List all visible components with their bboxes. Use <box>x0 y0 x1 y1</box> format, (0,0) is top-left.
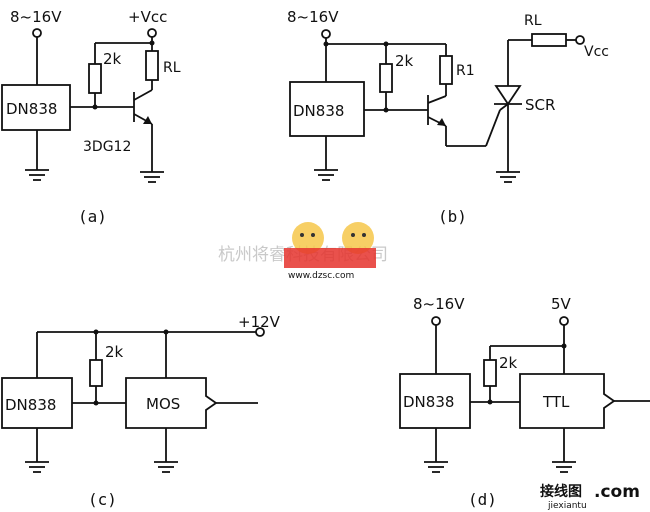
supply-terminal-b <box>321 29 331 39</box>
ground-symbol-a2 <box>140 171 164 183</box>
transistor-a <box>133 89 153 125</box>
load-label-a: RL <box>163 60 181 76</box>
circuit-c: +12V DN838 2k MOS (c) <box>1 313 281 509</box>
dn838-chip-a <box>1 84 71 131</box>
supply-terminal-d <box>431 316 441 326</box>
ground-symbol-c <box>25 461 49 473</box>
supply-terminal-c <box>255 327 265 337</box>
resistor-2k-d <box>483 359 497 387</box>
chip-label-c: DN838 <box>5 396 56 414</box>
gate-label-d: TTL <box>542 393 570 411</box>
vcc-terminal-a <box>147 28 157 38</box>
resistor-label-d: 2k <box>499 354 518 372</box>
r1-label-b: R1 <box>456 63 475 79</box>
corner-watermark: 接线图 .com jiexiantu <box>540 482 640 511</box>
dn838-chip-b <box>289 81 365 137</box>
resistor-2k-c <box>89 359 103 387</box>
caption-d: (d) <box>468 490 497 509</box>
dn838-chip-c <box>1 377 73 429</box>
supply-label-d: 8~16V <box>413 295 465 313</box>
load-resistor-a <box>145 50 159 81</box>
watermark-group: 杭州将睿科技有限公司 www.dzsc.com <box>218 222 388 281</box>
logic-supply-label-d: 5V <box>551 295 572 313</box>
gate-label-c: MOS <box>146 395 180 413</box>
load-resistor-b <box>531 33 567 47</box>
vcc-terminal-b <box>575 35 585 45</box>
supply-label-a: 8~16V <box>10 8 62 26</box>
load-label-b: RL <box>524 13 542 29</box>
supply-label-b: 8~16V <box>287 8 339 26</box>
ttl-gate-d <box>519 373 616 429</box>
ground-symbol-a <box>25 169 49 181</box>
resistor-label-c: 2k <box>105 343 124 361</box>
caption-a: (a) <box>78 207 107 226</box>
caption-b: (b) <box>438 207 467 226</box>
transistor-label-a: 3DG12 <box>83 139 131 155</box>
transistor-b <box>427 95 447 127</box>
resistor-label-a: 2k <box>103 50 122 68</box>
dzsc-logo <box>284 222 376 268</box>
logic-supply-terminal-d <box>559 316 569 326</box>
corner-site: jiexiantu <box>547 501 587 511</box>
vcc-label-a: +Vcc <box>128 8 167 26</box>
chip-label-b: DN838 <box>293 102 344 120</box>
circuit-b: 8~16V DN838 2k R1 <box>287 8 609 226</box>
resistor-label-b: 2k <box>395 52 414 70</box>
resistor-r1-b <box>439 55 453 85</box>
chip-label-d: DN838 <box>403 393 454 411</box>
supply-terminal-a <box>32 28 42 38</box>
scr-thyristor-b <box>494 40 522 172</box>
circuit-d: 8~16V DN838 5V 2k TTL (d) <box>399 295 650 509</box>
dn838-chip-d <box>399 373 471 429</box>
vcc-label-b: Vcc <box>584 44 609 60</box>
ground-symbol-d <box>424 461 448 473</box>
ground-symbol-b2 <box>496 171 520 183</box>
site-watermark: www.dzsc.com <box>288 271 354 281</box>
caption-c: (c) <box>88 490 117 509</box>
corner-brand: 接线图 <box>540 483 582 500</box>
resistor-2k-a <box>88 63 102 94</box>
scr-label-b: SCR <box>525 96 555 114</box>
ground-symbol-b <box>314 169 338 181</box>
resistor-2k-b <box>379 63 393 93</box>
corner-domain: .com <box>594 482 640 502</box>
ground-symbol-d2 <box>552 461 576 473</box>
supply-label-c: +12V <box>238 313 281 331</box>
circuit-a: 8~16V DN838 2k +Vcc RL 3D <box>1 8 181 226</box>
ground-symbol-c2 <box>154 461 178 473</box>
chip-label-a: DN838 <box>6 100 57 118</box>
mos-gate-c <box>125 377 218 429</box>
